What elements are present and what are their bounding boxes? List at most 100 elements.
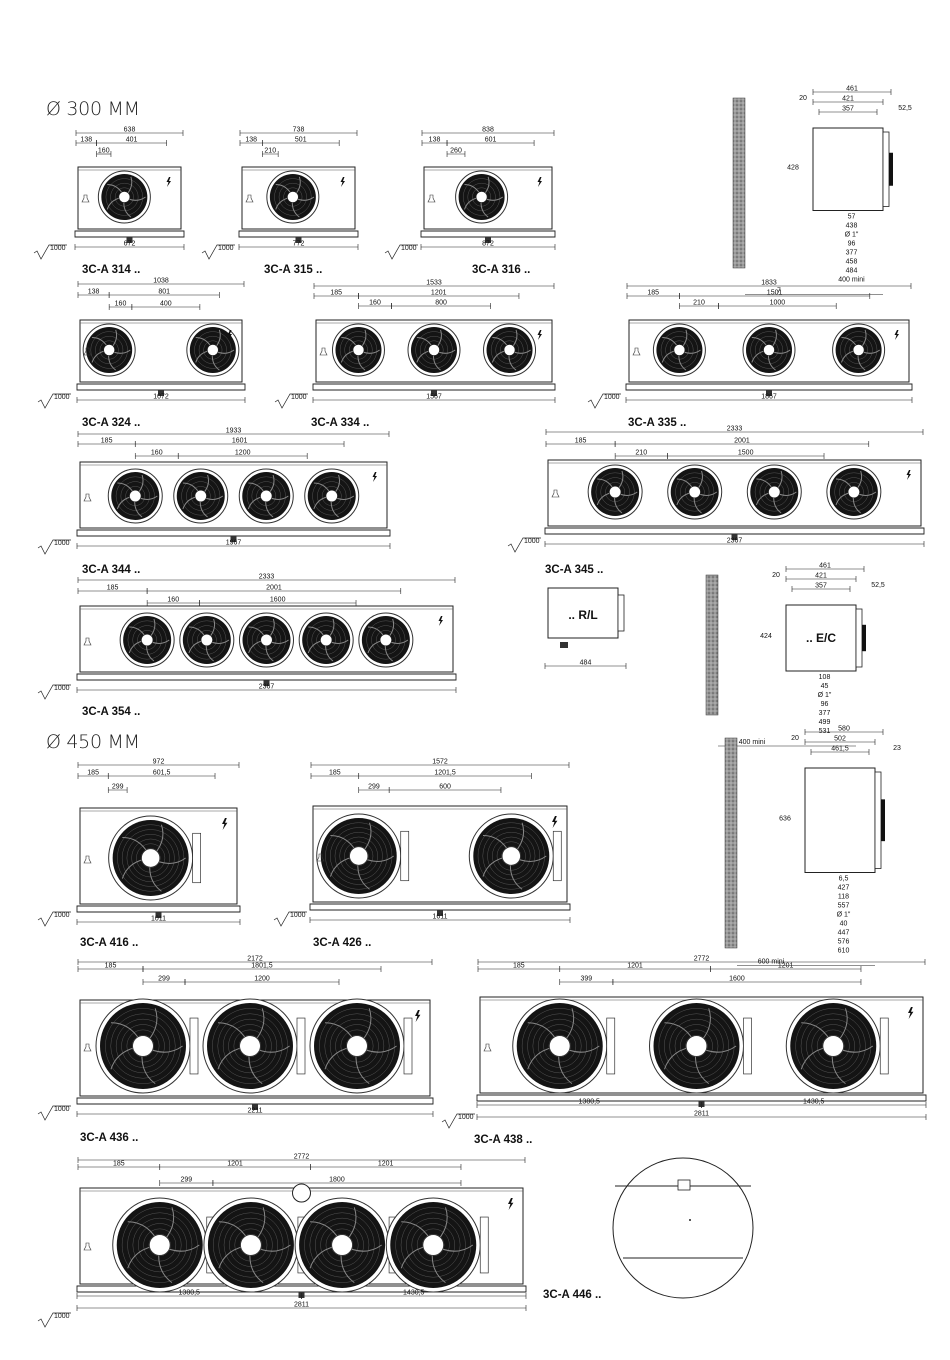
defrost-symbol-icon [83,855,92,864]
dimension-total: 2772 [294,1154,310,1161]
side-model-label: .. E/C [806,631,836,645]
fan-guard-ring [247,620,286,660]
dimension-pitch-2: 1000 [770,300,786,307]
motor-box [189,1017,199,1075]
electric-symbol-icon [552,816,558,828]
defrost-symbol-icon [483,1043,492,1052]
fan-hub [688,485,701,499]
fan-guard-ring [325,1228,359,1262]
fan-hub [260,489,273,503]
fan-guard-ring [115,1018,171,1074]
rl-width-dimension: 484 [580,660,592,667]
motor-box [192,832,201,884]
fan-hub [847,485,860,499]
dimension-left-offset: 185 [101,438,113,445]
fan-guard-ring [222,1018,278,1074]
fan-icon [203,1197,299,1293]
fan-guard-ring [349,846,369,866]
defrost-symbol-icon [316,853,325,862]
dimension-left-offset: 185 [513,963,525,970]
dimension-pitch-2: 400 [160,301,172,308]
hanging-point-mark [292,1183,311,1203]
wall-distance-label: 400 mini [739,739,766,746]
drain-pipe [766,390,772,396]
fan-guard-ring [251,481,281,511]
dimension-left-offset: 185 [105,963,117,970]
fan-guard-ring [395,1207,472,1283]
dimension-total: 2333 [259,574,275,581]
model-name: 3C-A 314 .. [82,264,140,276]
rl-casing [547,587,619,639]
fan-guard-ring [340,1029,374,1063]
fan-guard-ring [467,182,496,211]
dimension-bottom: 1011 [151,916,166,923]
fan-guard-ring [839,477,869,507]
fan-guard-ring [127,620,167,660]
fan-icon [468,813,554,899]
side-dimension: 20 [772,572,780,579]
model-name: 3C-A 426 .. [313,937,371,949]
dimension-total: 2772 [694,956,710,963]
dimension-total: 1833 [761,280,777,287]
drip-tray [309,903,571,911]
side-dimension: Ø 1" [818,692,832,699]
fan-guard-ring [669,1018,724,1074]
fan-guard-ring [463,178,501,216]
defrost-symbol-icon [83,637,92,646]
fan-guard-ring [110,1013,176,1079]
radical-symbol [507,537,541,553]
fan-guard-ring [496,841,526,871]
drop-height-label: 1000 [524,538,540,545]
dimension-inner: 1201 [431,290,447,297]
fan-guard-ring [317,481,347,511]
drip-tray [238,230,359,238]
defrost-symbol-icon [319,347,328,356]
fan-guard-ring [822,1035,845,1057]
dimension-bottom: 872 [482,241,494,248]
dimension-left-offset: 138 [88,289,100,296]
fan-guard-ring [806,1018,861,1074]
radical-symbol [384,244,418,260]
model-name: 3C-A 315 .. [264,264,322,276]
fan-motor [881,799,885,842]
fan-guard-ring [132,625,162,655]
dimension-total: 1533 [426,280,442,287]
fan-guard-ring [658,1008,735,1084]
dimension-bottom: 672 [124,241,136,248]
fan-hub [260,633,273,647]
rl-drain [560,642,568,648]
fan-hub [422,1234,444,1256]
fan-guard-ring [311,625,341,655]
dimension-inner-2: 1201 [378,1161,394,1168]
drip-tray [76,529,391,537]
side-dimension: 421 [815,573,827,580]
fan-icon [316,813,402,899]
fan-icon [173,468,229,524]
dimension-inner: 1201 [227,1161,243,1168]
fan-guard-ring [415,331,453,369]
drip-tray [476,1094,927,1102]
drip-tray [544,527,925,535]
dimension-inner: 2001 [734,438,750,445]
drop-height-label: 1000 [401,245,417,252]
dimension-bottom: 1867 [761,394,777,401]
fan-icon [455,170,509,224]
fan-guard-ring [115,476,155,516]
fan-guard-ring [325,822,393,890]
fan-hub [207,344,219,356]
side-dimension: 96 [821,701,829,708]
fan-guard-ring [121,1207,198,1283]
fan-guard-ring [223,1217,278,1273]
model-name: 3C-A 344 .. [82,564,140,576]
electric-symbol-icon [908,1007,914,1019]
side-dimension: 499 [819,719,831,726]
fan-guard-ring [278,182,307,211]
dimension-pitch: 299 [112,784,124,791]
wall-hatch [705,574,719,716]
dimension-pitch-2: 1600 [270,597,286,604]
fan-icon [649,998,744,1094]
side-dimension: 40 [840,921,848,928]
dimension-bottom: 772 [293,241,305,248]
electric-symbol-icon [906,470,911,480]
